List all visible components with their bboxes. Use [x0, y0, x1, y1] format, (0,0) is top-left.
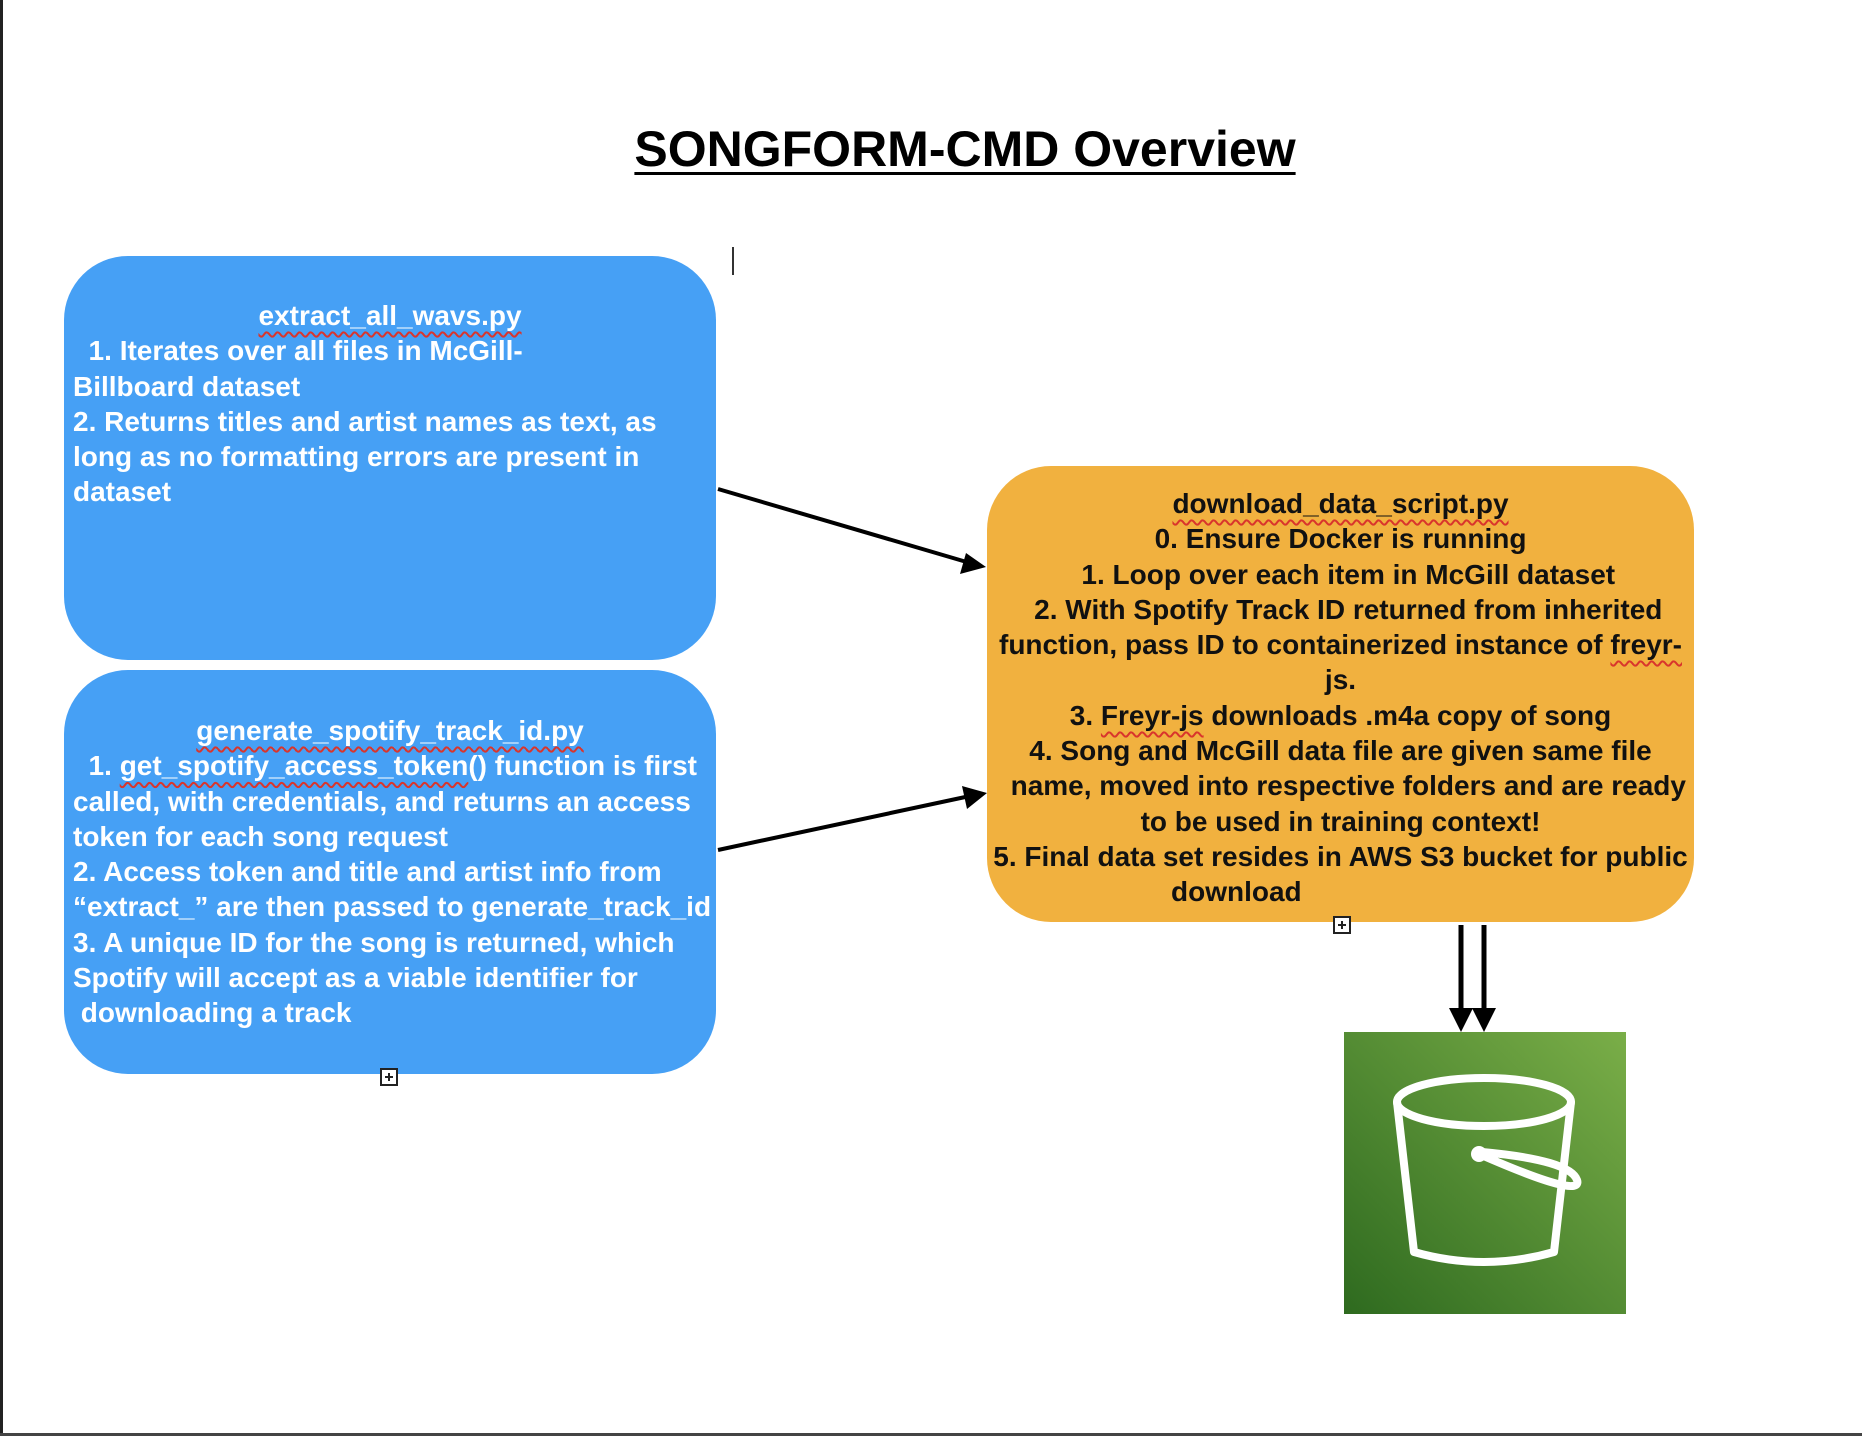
download-box-title: download_data_script.py: [1172, 488, 1509, 519]
download-step-3: 3. Freyr-js downloads .m4a copy of song: [1069, 699, 1612, 731]
generate-step-2: 2. Access token and title and artist inf…: [73, 856, 662, 888]
s3-bucket-icon[interactable]: [1344, 1032, 1626, 1314]
page-bottom-border: [0, 1433, 1862, 1436]
diagram-title[interactable]: SONGFORM-CMD Overview: [634, 121, 1296, 177]
extract-all-wavs-box[interactable]: extract_all_wavs.py 1. Iterates over all…: [64, 256, 716, 660]
generate-step-3: 3. A unique ID for the song is returned,…: [73, 926, 675, 958]
download-data-script-box[interactable]: download_data_script.py 0. Ensure Docker…: [987, 466, 1694, 922]
arrow-download-to-s3-left[interactable]: [1449, 925, 1473, 1032]
download-step-1: 1. Loop over each item in McGill dataset: [1065, 558, 1616, 590]
extract-step-1: 1. Iterates over all files in McGill-: [73, 335, 523, 367]
generate-step-1-end: token for each song request: [73, 820, 448, 852]
generate-step-2-cont: “extract_” are then passed to generate_t…: [73, 891, 712, 923]
download-step-4: 4. Song and McGill data file are given s…: [1029, 735, 1652, 767]
extract-step-1-cont: Billboard dataset: [73, 370, 301, 402]
extract-step-2: 2. Returns titles and artist names as te…: [73, 405, 657, 437]
generate-spotify-track-id-box[interactable]: generate_spotify_track_id.py 1. get_spot…: [64, 670, 716, 1074]
generate-step-3-cont: Spotify will accept as a viable identifi…: [73, 962, 638, 994]
arrow-download-to-s3-right[interactable]: [1472, 925, 1496, 1032]
text-cursor: [732, 247, 734, 275]
arrow-extract-to-download[interactable]: [717, 487, 986, 574]
download-step-5-end: download: [1171, 876, 1302, 908]
generate-box-title: generate_spotify_track_id.py: [196, 715, 584, 746]
expand-icon[interactable]: [380, 1068, 398, 1086]
extract-box-title: extract_all_wavs.py: [258, 300, 522, 331]
extract-step-2-end: dataset: [73, 476, 172, 508]
arrow-generate-to-download[interactable]: [717, 786, 987, 852]
download-step-4-end: to be used in training context!: [1140, 805, 1541, 837]
download-step-2-end: js.: [1324, 664, 1357, 696]
generate-step-1-cont: called, with credentials, and returns an…: [73, 785, 691, 817]
download-step-0: 0. Ensure Docker is running: [1154, 523, 1527, 555]
download-step-4-cont: name, moved into respective folders and …: [995, 770, 1686, 802]
download-step-5: 5. Final data set resides in AWS S3 buck…: [993, 840, 1688, 872]
extract-step-2-cont: long as no formatting errors are present…: [73, 441, 640, 473]
download-step-2-cont: function, pass ID to containerized insta…: [999, 629, 1682, 661]
generate-step-1: 1. get_spotify_access_token() function i…: [73, 750, 697, 782]
download-step-2: 2. With Spotify Track ID returned from i…: [1018, 593, 1663, 625]
expand-icon[interactable]: [1333, 916, 1351, 934]
generate-step-3-end: downloading a track: [73, 997, 352, 1029]
